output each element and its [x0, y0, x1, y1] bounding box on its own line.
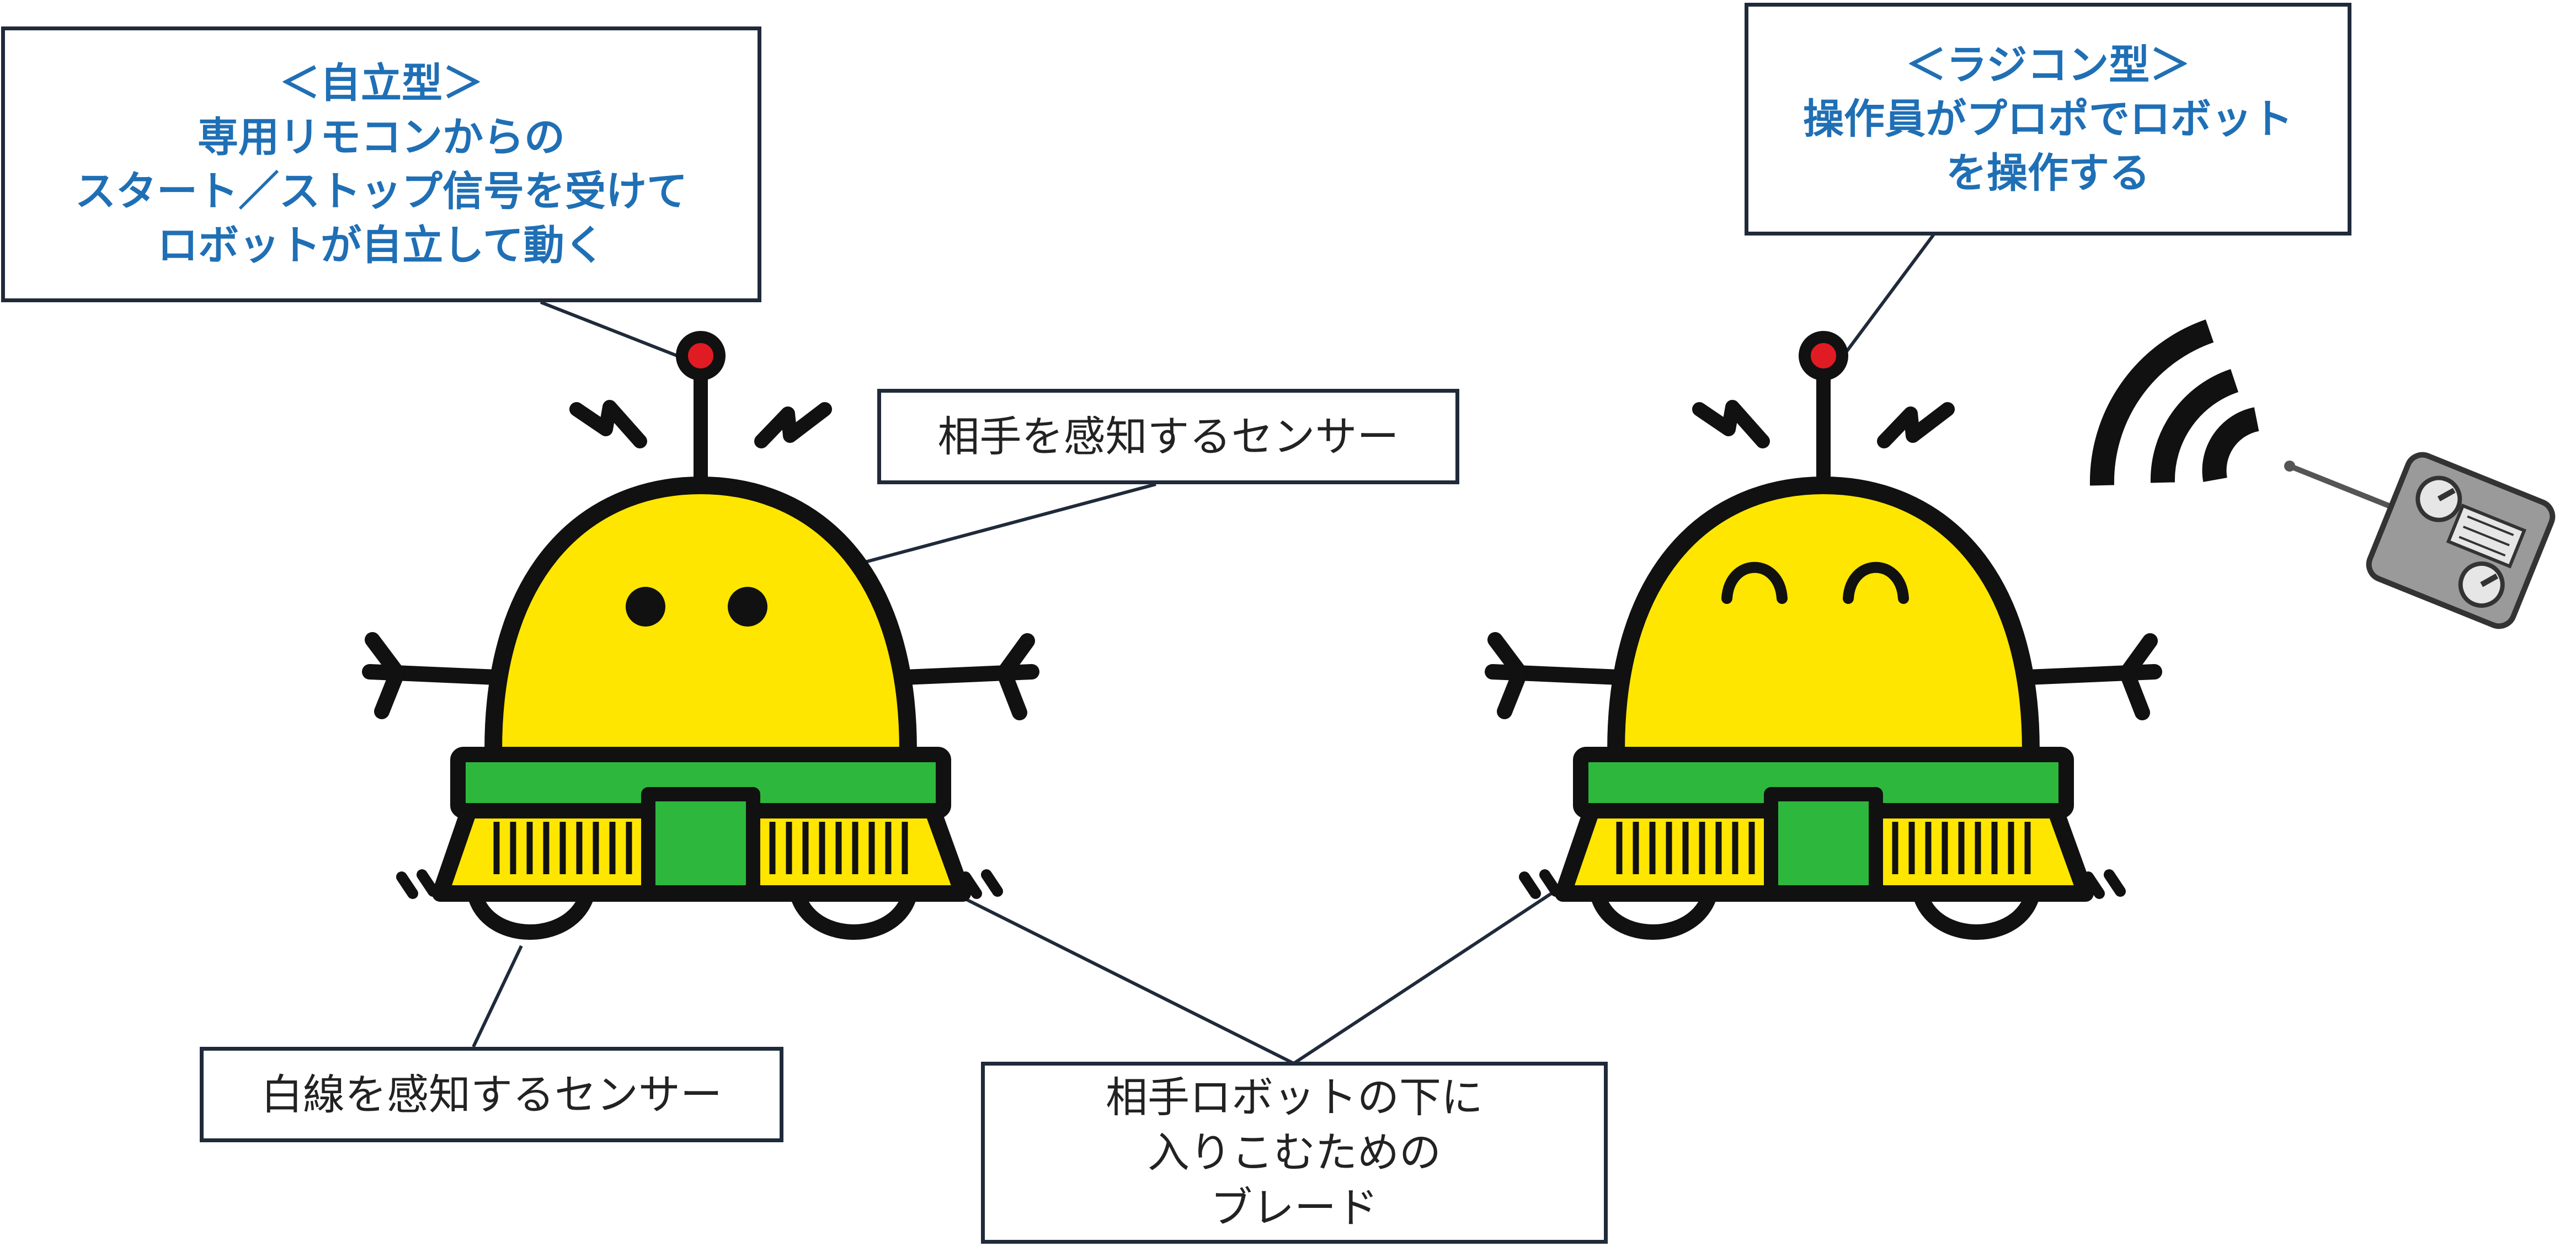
blade-label-line-2: 入りこむための: [1148, 1128, 1441, 1177]
right-arm: [897, 633, 1039, 720]
robot-dome: [484, 477, 917, 781]
leader-rc: [1836, 233, 1935, 365]
leader-blade-right: [1293, 867, 1590, 1065]
rc-type-title: ＜ラジコン型＞: [1905, 41, 2191, 89]
autonomous-type-line-3: ロボットが自立して動く: [157, 222, 605, 269]
spark-right-icon: [1877, 402, 1955, 448]
rc-type-line-2: を操作する: [1946, 149, 2150, 197]
autonomous-type-box: ＜自立型＞ 専用リモコンからの スタート／ストップ信号を受けて ロボットが自立し…: [1, 26, 761, 302]
blade-label-line-1: 相手ロボットの下に: [1106, 1073, 1483, 1122]
motion-marks: [1519, 869, 2126, 899]
left-arm: [362, 632, 504, 719]
eye-right: [728, 587, 767, 627]
antenna-light-icon: [1799, 331, 1848, 381]
leader-autonomous: [540, 301, 685, 360]
left-arm: [1485, 632, 1627, 719]
green-center-strip: [641, 787, 760, 900]
robot-dome: [1607, 477, 2040, 781]
rc-type-line-1: 操作員がプロポでロボット: [1803, 95, 2293, 143]
blade-stripes-left: [493, 822, 632, 874]
blade-label-box: 相手ロボットの下に 入りこむための ブレード: [981, 1062, 1608, 1244]
eye-right: [1843, 561, 1909, 604]
autonomous-type-title: ＜自立型＞: [279, 60, 483, 107]
leader-blade-left: [931, 881, 1295, 1065]
blade-stripes-right: [1892, 822, 2031, 874]
line-sensor-label: 白線を感知するセンサー: [261, 1069, 722, 1119]
opponent-sensor-label-box: 相手を感知するセンサー: [877, 389, 1459, 484]
leader-line-sensor: [472, 945, 523, 1048]
line-sensor-label-box: 白線を感知するセンサー: [200, 1047, 783, 1142]
blade-label-line-3: ブレード: [1210, 1183, 1378, 1232]
right-arm: [2020, 633, 2162, 720]
blade-stripes-right: [769, 822, 908, 874]
eye-left: [626, 587, 665, 627]
autonomous-type-line-1: 専用リモコンからの: [198, 114, 565, 161]
green-center-strip: [1764, 787, 1883, 900]
antenna-light-icon: [676, 331, 726, 381]
opponent-sensor-label: 相手を感知するセンサー: [937, 411, 1399, 461]
spark-left-icon: [569, 400, 647, 448]
blade-stripes-left: [1616, 822, 1755, 874]
autonomous-type-line-2: スタート／ストップ信号を受けて: [75, 168, 687, 215]
motion-marks: [396, 869, 1003, 899]
rc-type-box: ＜ラジコン型＞ 操作員がプロポでロボット を操作する: [1745, 3, 2351, 236]
spark-right-icon: [754, 402, 832, 448]
eye-left: [1721, 561, 1788, 604]
spark-left-icon: [1692, 400, 1770, 448]
